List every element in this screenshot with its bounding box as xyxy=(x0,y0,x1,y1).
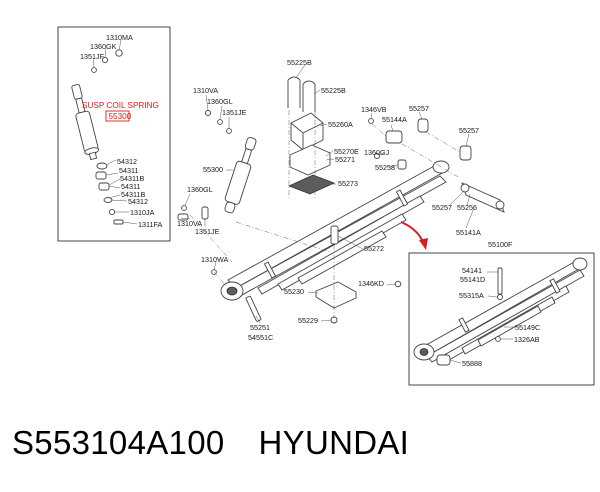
shock-absorber-body xyxy=(71,84,100,161)
callout-55257-c: 55257 xyxy=(432,203,452,212)
bushing-55257-a xyxy=(417,118,429,133)
callout-1310va-b: 1310VA xyxy=(177,219,202,228)
callout-55149c: 55149C xyxy=(515,323,540,332)
callout-55225b-a: 55225B xyxy=(287,58,312,67)
callout-susp-coil-spring: SUSP COIL SPRING xyxy=(82,101,159,110)
callout-54311-b: 54311 xyxy=(121,182,140,191)
bolt-1351jf xyxy=(91,67,97,73)
callout-55315a: 55315A xyxy=(459,291,484,300)
callout-1310va-a: 1310VA xyxy=(193,86,218,95)
callout-55272: 55272 xyxy=(364,244,384,253)
shock-absorber-inset: 1310MA 1360GK 1351JF SUSP COIL SPRING 55… xyxy=(57,26,171,242)
callout-1346vb: 1346VB xyxy=(361,105,387,114)
callout-55251: 55251 xyxy=(250,323,270,332)
bushing-55257-b xyxy=(459,145,472,161)
bushing-54312 xyxy=(96,162,108,170)
bolt-1346kd xyxy=(394,280,402,288)
callout-55271: 55271 xyxy=(335,155,355,164)
bolt-1326ab xyxy=(495,336,501,342)
callout-1351je-a: 1351JE xyxy=(222,108,247,117)
callout-54311b-b: 54311B xyxy=(121,190,145,199)
u-bolt-assembly: 55225B 55225B 55260A 55270E 55271 55273 xyxy=(287,58,359,195)
callout-55260a: 55260A xyxy=(328,120,353,129)
callout-55225b-b: 55225B xyxy=(321,86,346,95)
eye-55256-b xyxy=(495,200,505,210)
callout-55229: 55229 xyxy=(298,316,318,325)
nut-1310va xyxy=(204,109,212,117)
callout-1310ma: 1310MA xyxy=(106,33,133,42)
callout-1360gl-a: 1360GL xyxy=(207,97,233,106)
bracket-55144a xyxy=(385,130,403,144)
bolt-54141 xyxy=(497,267,503,295)
bolt-1346vb xyxy=(368,118,374,124)
callout-1351jf: 1351JF xyxy=(80,52,105,61)
bolt-1351je xyxy=(226,128,232,134)
callout-55300: 55300 xyxy=(203,165,223,174)
brand-name: HYUNDAI xyxy=(258,424,410,461)
callout-1360gk: 1360GK xyxy=(90,42,117,51)
callout-54311b: 54311B xyxy=(120,174,144,183)
callout-55273: 55273 xyxy=(338,179,358,188)
eye-55256-a xyxy=(460,183,470,193)
callout-55258: 55258 xyxy=(375,163,395,172)
callout-54312-a: 54312 xyxy=(117,157,137,166)
callout-1310ja: 1310JA xyxy=(130,208,155,217)
bolt-1311fa xyxy=(113,219,124,225)
callout-54551c: 54551C xyxy=(248,333,273,342)
clip-55149c xyxy=(458,317,470,333)
bushing-54311b xyxy=(98,182,110,191)
callout-55257-a: 55257 xyxy=(409,104,429,113)
nut-1310ja xyxy=(108,208,116,216)
callout-55256: 55256 xyxy=(457,203,477,212)
caption: S553104A100 HYUNDAI xyxy=(12,424,592,472)
nut-1360gl-b xyxy=(181,205,187,211)
part-number: S553104A100 xyxy=(12,424,225,461)
center-bolt-55272 xyxy=(330,225,339,245)
callout-1360gl-b: 1360GL xyxy=(187,185,213,194)
highlight-box xyxy=(105,110,130,122)
washer-1360gj xyxy=(373,152,381,160)
shackle-assembly: 1346VB 55144A 55257 1360GJ 55258 55257 5… xyxy=(361,104,505,237)
callout-54312-b: 54312 xyxy=(128,197,148,206)
shock-absorber-middle: 1310VA 1360GL 1351JE 55300 1360GL 1310VA… xyxy=(177,86,257,236)
leaf-spring-inset: 54141 55141D 55315A 55149C 1326AB 55888 xyxy=(408,252,595,386)
callout-1360gj: 1360GJ xyxy=(364,148,390,157)
inset-eye-rear xyxy=(572,257,588,271)
callout-55144a: 55144A xyxy=(382,115,407,124)
callout-55100f: 55100F xyxy=(488,240,513,249)
callout-55300-highlight: 55300 xyxy=(109,112,132,121)
leaf-spring-main: 55272 1310WA 55230 1346KD 55229 55251 54… xyxy=(189,110,461,342)
callout-1346kd: 1346KD xyxy=(358,279,384,288)
callout-55141d: 55141D xyxy=(460,275,485,284)
pad-55270e xyxy=(289,144,331,176)
inset-frame xyxy=(57,26,171,242)
nut-1310ma xyxy=(115,49,123,57)
bushing-55888 xyxy=(436,354,451,366)
callout-55270e: 55270E xyxy=(334,147,359,156)
callout-1310wa: 1310WA xyxy=(201,255,229,264)
bolt-55251 xyxy=(245,295,262,322)
washer-54312 xyxy=(103,197,113,203)
washer-1360gk xyxy=(101,56,109,64)
callout-55230: 55230 xyxy=(284,287,304,296)
washer-1360gl xyxy=(217,119,223,125)
callout-54141: 54141 xyxy=(462,266,482,275)
callout-55257-b: 55257 xyxy=(459,126,479,135)
bolt-1351je-b xyxy=(201,206,209,220)
callout-1326ab: 1326AB xyxy=(514,335,540,344)
callout-54311: 54311 xyxy=(119,166,138,175)
callout-55888: 55888 xyxy=(462,359,482,368)
nut-55315a xyxy=(496,293,504,301)
shock-absorber-2-body xyxy=(224,137,257,214)
parts-diagram: 1310MA 1360GK 1351JF SUSP COIL SPRING 55… xyxy=(57,26,595,386)
callout-1351je-b: 1351JE xyxy=(195,227,220,236)
spring-eye-rear xyxy=(432,160,450,174)
pad-55273 xyxy=(287,174,336,195)
inset-frame-right xyxy=(408,252,595,386)
red-arrow xyxy=(400,221,428,250)
callout-1311fa: 1311FA xyxy=(138,220,162,229)
callout-55141a: 55141A xyxy=(456,228,481,237)
bushing-55258 xyxy=(397,159,407,170)
bushing-54311 xyxy=(95,171,107,180)
